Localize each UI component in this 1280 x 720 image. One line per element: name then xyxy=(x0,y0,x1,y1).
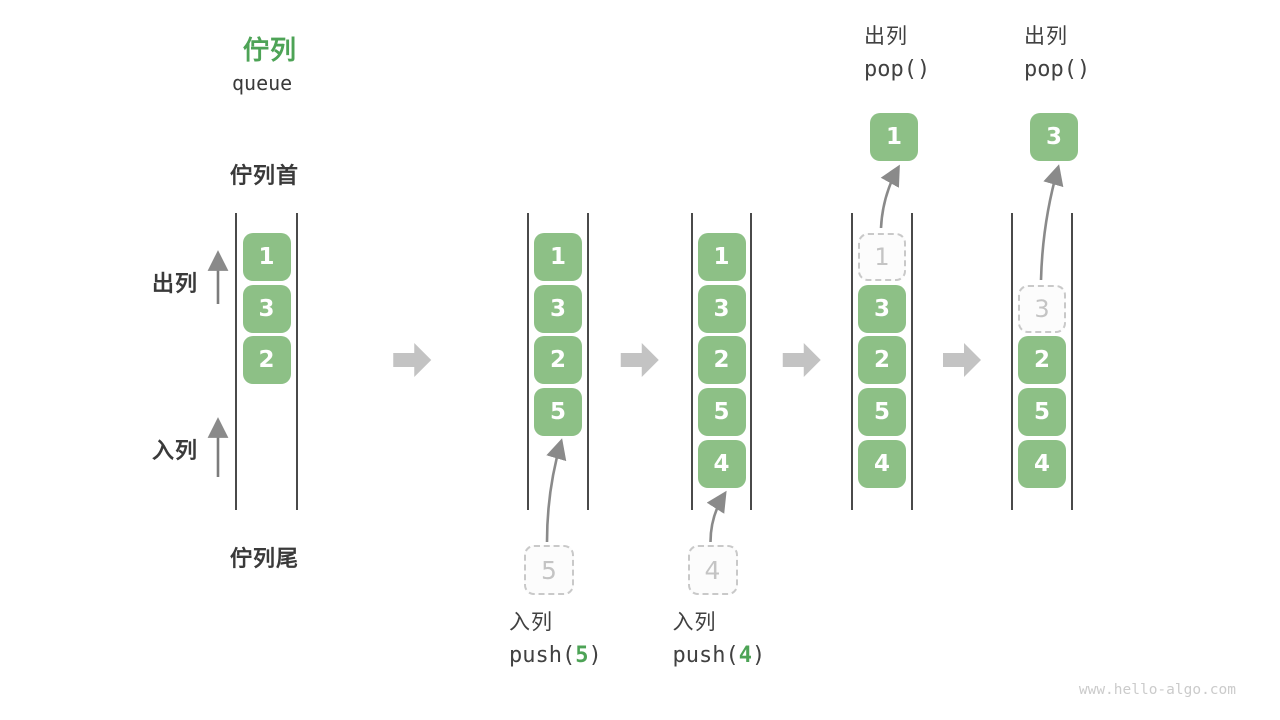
queue-wall-left xyxy=(235,213,237,510)
dequeue-op-caption: 出列 pop() xyxy=(1024,26,1090,81)
queue-cell-removed: 1 xyxy=(858,233,906,281)
enqueue-op-code-pre: push( xyxy=(509,643,576,668)
queue-cell: 3 xyxy=(242,285,291,333)
popped-value-box: 1 xyxy=(870,113,918,161)
queue-cell: 1 xyxy=(242,233,291,281)
incoming-value-box: 5 xyxy=(524,545,574,595)
dequeue-flow-arrow-icon xyxy=(1039,164,1064,281)
incoming-value-box: 4 xyxy=(687,545,738,595)
queue-cell: 2 xyxy=(1018,336,1066,384)
queue-cell: 2 xyxy=(242,336,291,384)
diagram-title-en: queue xyxy=(232,71,293,95)
enqueue-op-code: push(4) xyxy=(673,645,766,667)
queue-cell: 1 xyxy=(534,233,582,281)
queue-cell: 3 xyxy=(858,285,906,333)
queue-wall-right xyxy=(587,213,589,510)
enqueue-op-code-arg: 5 xyxy=(575,643,589,668)
enqueue-op-code-arg: 4 xyxy=(738,643,752,668)
queue-cell: 4 xyxy=(858,440,906,488)
queue-cell-removed: 3 xyxy=(1018,285,1066,333)
enqueue-op-code-post: ) xyxy=(751,643,766,668)
dequeue-op-label: 出列 xyxy=(1024,25,1068,48)
queue-cell: 1 xyxy=(697,233,746,281)
queue-wall-left xyxy=(1011,213,1013,510)
queue-cell: 5 xyxy=(534,388,582,436)
queue-cell: 5 xyxy=(858,388,906,436)
queue-cell: 2 xyxy=(534,336,582,384)
queue-wall-right xyxy=(296,213,298,510)
enqueue-flow-arrow-icon xyxy=(545,438,567,543)
dequeue-op-caption: 出列 pop() xyxy=(864,26,930,81)
queue-wall-left xyxy=(527,213,529,510)
queue-cell: 5 xyxy=(697,388,746,436)
queue-cell: 3 xyxy=(534,285,582,333)
dequeue-flow-arrow-icon xyxy=(879,164,900,229)
queue-cell: 4 xyxy=(1018,440,1066,488)
enqueue-op-caption: 入列 push(4) xyxy=(673,612,766,667)
enqueue-op-caption: 入列 push(5) xyxy=(509,612,602,667)
queue-rear-label: 佇列尾 xyxy=(230,546,300,571)
queue-cell: 3 xyxy=(697,285,746,333)
enqueue-op-code: push(5) xyxy=(509,645,602,667)
queue-wall-left xyxy=(691,213,693,510)
queue-cell: 2 xyxy=(858,336,906,384)
enqueue-op-code-pre: push( xyxy=(672,643,739,668)
queue-cell: 2 xyxy=(697,336,746,384)
queue-front-label: 佇列首 xyxy=(230,163,300,188)
dequeue-direction-label: 出列 xyxy=(152,271,199,296)
dequeue-op-code: pop() xyxy=(864,57,931,82)
diagram-title-zh: 佇列 xyxy=(243,35,298,65)
queue-wall-right xyxy=(1071,213,1073,510)
dequeue-op-code: pop() xyxy=(1024,57,1091,82)
enqueue-flow-arrow-icon xyxy=(706,490,727,543)
queue-wall-right xyxy=(911,213,913,510)
next-state-block-arrow-icon xyxy=(393,343,432,377)
next-state-block-arrow-icon xyxy=(943,343,981,377)
enqueue-direction-label: 入列 xyxy=(152,438,199,463)
queue-wall-left xyxy=(851,213,853,510)
enqueue-op-code-post: ) xyxy=(588,643,602,668)
dequeue-op-label: 出列 xyxy=(864,25,908,48)
queue-cell: 4 xyxy=(697,440,746,488)
next-state-block-arrow-icon xyxy=(620,343,659,377)
queue-wall-right xyxy=(750,213,752,510)
enqueue-op-label: 入列 xyxy=(509,611,553,634)
popped-value-box: 3 xyxy=(1030,113,1078,161)
enqueue-op-label: 入列 xyxy=(672,611,717,634)
next-state-block-arrow-icon xyxy=(782,343,821,377)
queue-cell: 5 xyxy=(1018,388,1066,436)
watermark: www.hello-algo.com xyxy=(1078,682,1236,698)
